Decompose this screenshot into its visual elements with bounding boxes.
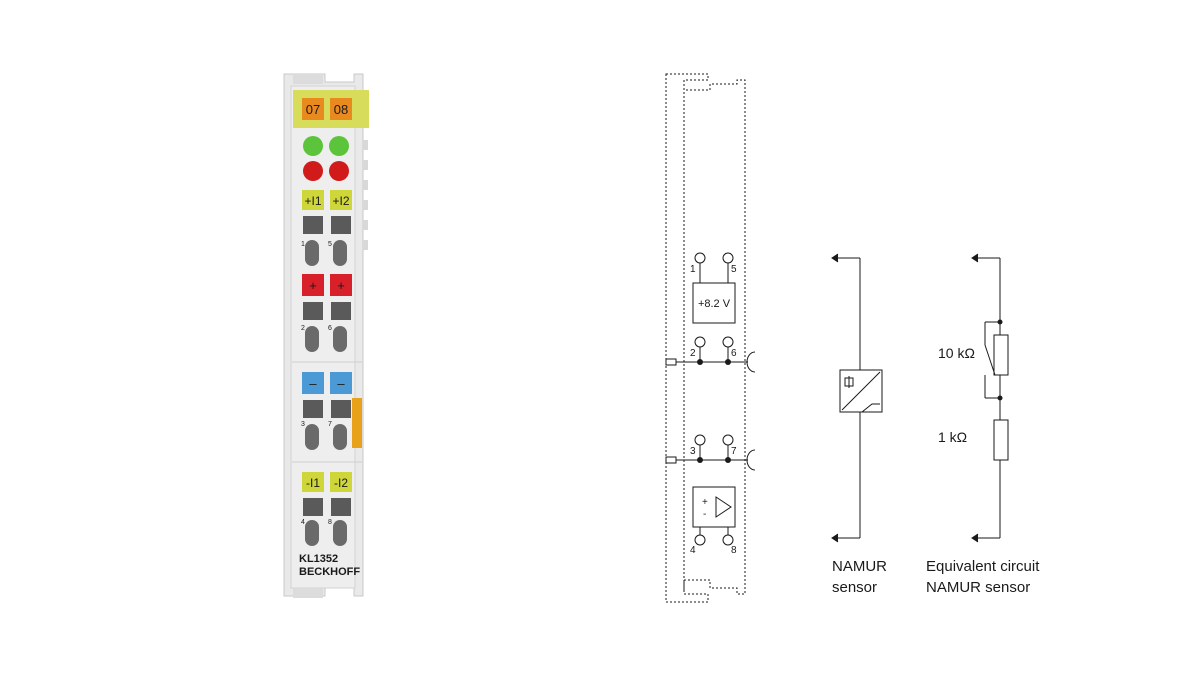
pin-label: 8 bbox=[731, 545, 737, 556]
svg-text:+I1: +I1 bbox=[304, 194, 321, 208]
model-label: KL1352 bbox=[299, 553, 338, 565]
contact-row-3: 3 7 bbox=[301, 400, 351, 450]
resistor-10k bbox=[993, 334, 1009, 376]
svg-text:–: – bbox=[309, 376, 317, 391]
channel-label-2: 08 bbox=[330, 98, 352, 120]
r1-label: 10 kΩ bbox=[938, 345, 975, 361]
input-label-plus-1: +I1 bbox=[302, 190, 324, 210]
channel-label-1: 07 bbox=[302, 98, 324, 120]
equiv-caption-line2: NAMUR sensor bbox=[926, 579, 1030, 596]
amplifier-box bbox=[692, 486, 736, 528]
equiv-caption-line1: Equivalent circuit bbox=[926, 558, 1040, 575]
svg-text:-I1: -I1 bbox=[306, 476, 320, 490]
svg-text:-I2: -I2 bbox=[334, 476, 348, 490]
pin-label: 7 bbox=[731, 446, 737, 457]
pin-number: 3 bbox=[301, 421, 305, 428]
svg-text:+I2: +I2 bbox=[332, 194, 349, 208]
pin-label: 4 bbox=[690, 545, 696, 556]
pin-label: 2 bbox=[690, 348, 696, 359]
pin-number: 5 bbox=[328, 241, 332, 248]
plus-label-2: + bbox=[330, 274, 352, 296]
pin-number: 8 bbox=[328, 519, 332, 526]
led-green-2 bbox=[329, 136, 349, 156]
amp-minus-sign: - bbox=[703, 509, 706, 520]
svg-text:–: – bbox=[337, 376, 345, 391]
plus-label-1: + bbox=[302, 274, 324, 296]
svg-text:07: 07 bbox=[306, 102, 320, 117]
led-red-1 bbox=[303, 161, 323, 181]
pin-number: 1 bbox=[301, 241, 305, 248]
pin-label: 5 bbox=[731, 264, 737, 275]
namur-sensor-symbol bbox=[839, 369, 883, 413]
pin-number: 2 bbox=[301, 325, 305, 332]
input-label-plus-2: +I2 bbox=[330, 190, 352, 210]
led-red-2 bbox=[329, 161, 349, 181]
contact-row-4: 4 8 bbox=[301, 498, 351, 546]
input-label-minus-2: -I2 bbox=[330, 472, 352, 492]
namur-caption-line2: sensor bbox=[832, 579, 877, 596]
supply-voltage-label: +8.2 V bbox=[698, 298, 731, 310]
contact-row-2: 2 6 bbox=[301, 302, 351, 352]
led-green-1 bbox=[303, 136, 323, 156]
amp-plus-sign: + bbox=[702, 497, 708, 508]
brand-logo: BECKHOFF bbox=[299, 566, 360, 578]
pin-number: 4 bbox=[301, 519, 305, 526]
svg-text:+: + bbox=[337, 278, 345, 293]
r2-label: 1 kΩ bbox=[938, 429, 967, 445]
minus-label-1: – bbox=[302, 372, 324, 394]
supply-box bbox=[692, 282, 736, 324]
pin-label: 3 bbox=[690, 446, 696, 457]
terminal-outline bbox=[665, 73, 746, 603]
svg-text:08: 08 bbox=[334, 102, 348, 117]
input-label-minus-1: -I1 bbox=[302, 472, 324, 492]
minus-label-2: – bbox=[330, 372, 352, 394]
svg-text:+: + bbox=[309, 278, 317, 293]
resistor-1k bbox=[993, 419, 1009, 461]
contact-row-1: 1 5 bbox=[301, 216, 351, 266]
pin-label: 6 bbox=[731, 348, 737, 359]
pin-label: 1 bbox=[690, 264, 696, 275]
pin-number: 6 bbox=[328, 325, 332, 332]
namur-caption-line1: NAMUR bbox=[832, 558, 887, 575]
pin-number: 7 bbox=[328, 421, 332, 428]
